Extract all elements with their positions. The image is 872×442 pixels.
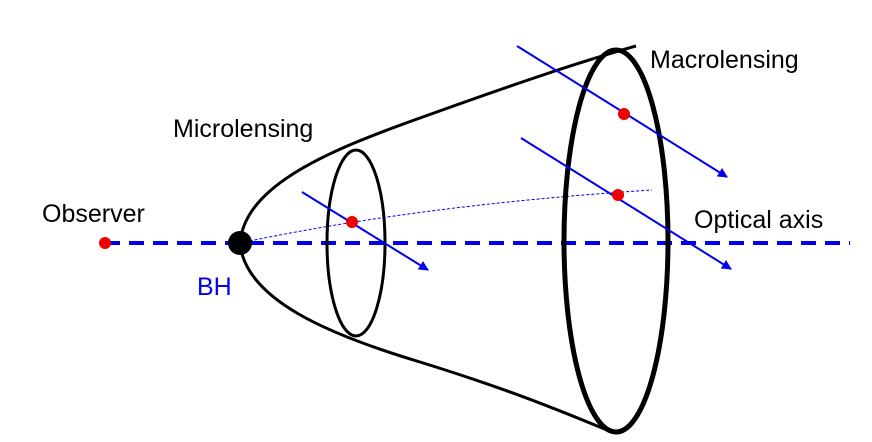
observer-label: Observer — [42, 200, 145, 228]
faint-sightline — [239, 189, 653, 244]
macrolensing-ring — [561, 47, 671, 435]
ray-microlensing — [301, 191, 429, 271]
optical-axis-label: Optical axis — [694, 206, 823, 234]
ray-macrolensing-lower — [520, 137, 732, 270]
microlensing-point — [346, 216, 358, 228]
black-hole — [228, 231, 252, 255]
funnel-upper-edge — [238, 44, 637, 244]
observer-point — [99, 237, 111, 249]
bh-label: BH — [197, 273, 232, 301]
macrolensing-point-lower — [612, 189, 624, 201]
microlensing-label: Microlensing — [173, 115, 313, 143]
macrolensing-label: Macrolensing — [650, 46, 799, 74]
macrolensing-point-upper — [618, 108, 630, 120]
funnel-lower-edge — [238, 242, 613, 434]
